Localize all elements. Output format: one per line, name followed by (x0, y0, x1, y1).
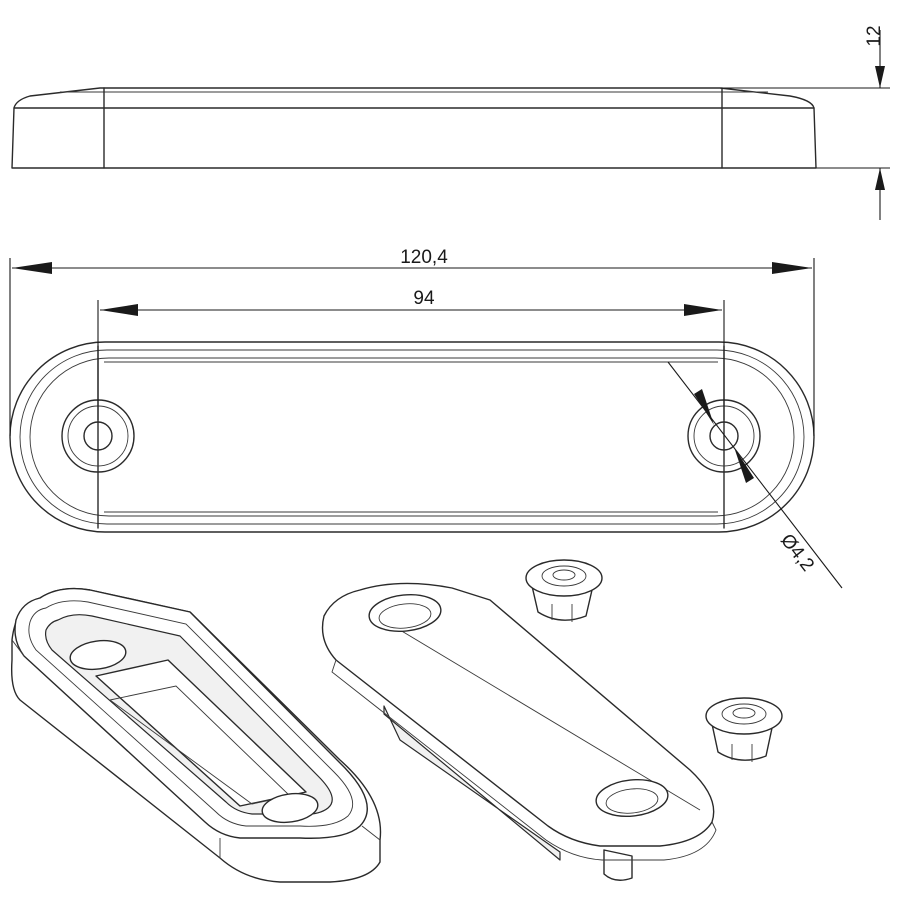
length-label: 120,4 (400, 247, 448, 268)
plug-iso-view-top (525, 559, 603, 622)
plug-iso-view-bottom (705, 697, 783, 762)
diameter-label: Ø4,2 (776, 530, 818, 575)
base-iso-view (10, 587, 382, 883)
diameter-leader: Ø4,2 (667, 361, 843, 589)
spacing-dimension: 94 (97, 288, 725, 420)
height-dimension: 12 (720, 25, 890, 220)
lens-iso-view (321, 582, 717, 881)
length-dimension: 120,4 (9, 247, 815, 436)
top-view (9, 341, 815, 533)
height-label: 12 (864, 25, 885, 46)
spacing-label: 94 (413, 288, 435, 309)
side-view (11, 87, 817, 169)
